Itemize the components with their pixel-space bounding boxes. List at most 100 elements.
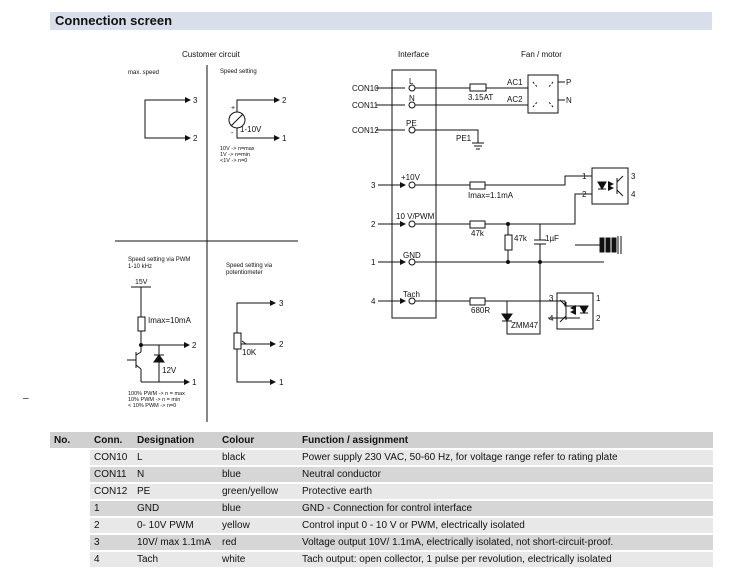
cell-conn: 2 bbox=[90, 517, 133, 535]
opto1-pin2: 2 bbox=[582, 190, 587, 199]
speed-setting-out-2: 2 bbox=[282, 96, 287, 105]
pot-label-1: Speed setting via bbox=[226, 263, 273, 269]
pot-label-2: potentiometer bbox=[226, 270, 263, 276]
fan-title: Fan / motor bbox=[521, 50, 562, 59]
pin3-to-opto bbox=[485, 175, 588, 186]
cell-designation: N bbox=[133, 466, 218, 484]
speed-setting-range: 1-10V bbox=[240, 125, 262, 134]
pin4-label: 4 bbox=[371, 297, 376, 306]
r680-resistor bbox=[469, 297, 486, 306]
connection-table: No. Conn. Designation Colour Function / … bbox=[50, 432, 713, 569]
cell-no bbox=[50, 534, 90, 552]
pwm-15v: 15V bbox=[135, 279, 148, 286]
pwm-resistor bbox=[137, 316, 146, 332]
pwm-label-2: 1-10 kHz bbox=[128, 264, 152, 270]
pot-top-wire bbox=[236, 300, 276, 333]
cell-designation: L bbox=[133, 449, 218, 467]
cell-function: Control input 0 - 10 V or PWM, electrica… bbox=[298, 517, 713, 535]
voltage-source-icon bbox=[228, 111, 246, 129]
opto1-trans-c bbox=[616, 175, 624, 183]
pin3-v10: +10V bbox=[401, 173, 421, 182]
pwm-transistor-e bbox=[135, 364, 142, 370]
r47k-b-resistor bbox=[504, 234, 513, 251]
pin2-node bbox=[506, 222, 510, 226]
max-speed-out-3: 3 bbox=[193, 96, 198, 105]
cell-conn: CON12 bbox=[90, 483, 133, 501]
pin2-terminal bbox=[408, 220, 416, 228]
pe1-label: PE1 bbox=[456, 134, 472, 143]
col-header-colour: Colour bbox=[218, 432, 298, 450]
cell-conn: 3 bbox=[90, 534, 133, 552]
opto2-pin4: 4 bbox=[549, 314, 554, 323]
cell-function: Power supply 230 VAC, 50-60 Hz, for volt… bbox=[298, 449, 713, 467]
speed-setting-label: Speed setting bbox=[220, 69, 257, 75]
pot-wiper-arrow bbox=[241, 340, 247, 345]
table-row: CON10 L black Power supply 230 VAC, 50-6… bbox=[50, 449, 713, 467]
cell-function: Voltage output 10V/ 1.1mA, electrically … bbox=[298, 534, 713, 552]
con10-l: L bbox=[409, 77, 414, 86]
zmm-value: ZMM47 bbox=[511, 321, 539, 330]
cell-colour: blue bbox=[218, 500, 298, 518]
cell-function: Protective earth bbox=[298, 483, 713, 501]
fan-diag-4 bbox=[547, 100, 554, 108]
optocoupler-1 bbox=[591, 167, 629, 205]
fan-ac1: AC1 bbox=[507, 78, 523, 87]
page-title: Connection screen bbox=[55, 13, 173, 28]
opto1-led-icon bbox=[597, 181, 607, 191]
opto1-pin1: 1 bbox=[582, 172, 587, 181]
con10-label: CON10 bbox=[352, 84, 379, 93]
r47k-a-resistor bbox=[469, 220, 486, 229]
table-row: 4 Tach white Tach output: open collector… bbox=[50, 551, 713, 569]
cell-no bbox=[50, 500, 90, 518]
customer-circuit-title: Customer circuit bbox=[182, 50, 241, 59]
table-header-row: No. Conn. Designation Colour Function / … bbox=[50, 432, 713, 450]
imax-resistor bbox=[469, 181, 486, 190]
max-speed-bridge bbox=[144, 99, 191, 141]
cell-designation: 0- 10V PWM bbox=[133, 517, 218, 535]
speed-setting-note-1: 10V -> n=max bbox=[220, 146, 255, 152]
pin2-label: 2 bbox=[371, 220, 376, 229]
voltage-source-adjust bbox=[230, 113, 244, 127]
opto1-trans-e bbox=[616, 189, 624, 197]
margin-mark: – bbox=[23, 393, 29, 404]
con12-pe: PE bbox=[406, 119, 417, 128]
pwm-out-2: 2 bbox=[192, 341, 197, 350]
pwm-zener-icon bbox=[153, 354, 165, 363]
optocoupler-2 bbox=[556, 292, 594, 330]
cell-colour: white bbox=[218, 551, 298, 569]
fan-n: N bbox=[566, 96, 572, 105]
con11-n: N bbox=[409, 94, 415, 103]
interface-title: Interface bbox=[398, 50, 430, 59]
pwm-transistor-c bbox=[135, 351, 142, 356]
pwm-note-3: < 10% PWM -> n=0 bbox=[128, 403, 176, 409]
cell-function: Neutral conductor bbox=[298, 466, 713, 484]
cell-conn: CON10 bbox=[90, 449, 133, 467]
gnd-node-1 bbox=[506, 260, 510, 264]
opto2-pin1: 1 bbox=[596, 294, 601, 303]
fan-diag-2 bbox=[547, 81, 554, 89]
max-speed-label: max. speed bbox=[128, 70, 159, 76]
cell-no bbox=[50, 466, 90, 484]
fan-diag-3 bbox=[532, 100, 539, 108]
pin2-pwm: 10 V/PWM bbox=[396, 212, 435, 221]
opto2-pin2: 2 bbox=[596, 314, 601, 323]
connection-diagram: Customer circuit max. speed 3 2 Speed se… bbox=[115, 50, 636, 422]
fuse-value: 3.15AT bbox=[468, 93, 493, 102]
speed-setting-out-1: 1 bbox=[282, 134, 287, 143]
pin4-tach: Tach bbox=[403, 290, 420, 299]
table-row: 2 0- 10V PWM yellow Control input 0 - 10… bbox=[50, 517, 713, 535]
pin3-terminal bbox=[408, 181, 416, 189]
r47k-b-value: 47k bbox=[514, 234, 528, 243]
pin2-to-opto bbox=[485, 193, 588, 225]
cell-function: GND - Connection for control interface bbox=[298, 500, 713, 518]
pin3-label: 3 bbox=[371, 181, 376, 190]
coil-icon-3 bbox=[611, 237, 617, 253]
speed-setting-note-2: 1V -> n=min bbox=[220, 152, 250, 158]
r47k-a-value: 47k bbox=[471, 229, 485, 238]
cell-colour: black bbox=[218, 449, 298, 467]
cell-no bbox=[50, 517, 90, 535]
zmm-zener-icon bbox=[501, 313, 513, 322]
speed-setting-note-3: <1V -> n=0 bbox=[220, 158, 247, 164]
cell-designation: PE bbox=[133, 483, 218, 501]
cell-conn: 4 bbox=[90, 551, 133, 569]
